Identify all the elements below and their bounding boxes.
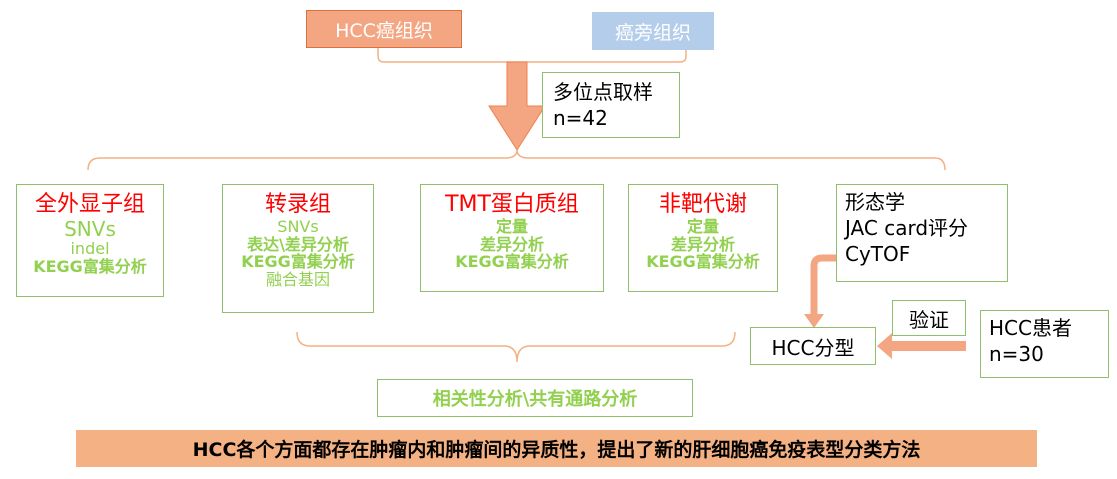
- adjacent-tissue-label: 癌旁组织: [614, 21, 691, 44]
- omics-item: KEGG富集分析: [33, 256, 147, 276]
- omics-item: 差异分析: [670, 234, 735, 254]
- omics-item: SNVs: [64, 216, 116, 241]
- morphology-to-typing-arrow: [810, 254, 836, 316]
- omics-item: indel: [70, 239, 110, 259]
- sampling-arrow: [488, 61, 546, 151]
- omics-title: TMT蛋白质组: [445, 192, 579, 217]
- morphology-item: JAC card评分: [845, 216, 969, 240]
- top-brace: [87, 149, 946, 171]
- morphology-box: 形态学 JAC card评分 CyTOF: [836, 184, 1008, 282]
- sampling-box: 多位点取样 n=42: [542, 72, 680, 138]
- omics-item: 定量: [686, 216, 719, 236]
- omics-item: 融合基因: [265, 270, 330, 290]
- omics-item: SNVs: [277, 216, 319, 236]
- tumor-tissue-box: HCC癌组织: [306, 10, 462, 48]
- omics-box-transcriptome: 转录组 SNVs 表达\差异分析 KEGG富集分析 融合基因: [222, 184, 374, 313]
- morphology-item: 形态学: [845, 190, 905, 214]
- tissue-bracket: [377, 46, 687, 63]
- omics-item: 定量: [495, 216, 528, 236]
- sampling-method: 多位点取样: [553, 80, 653, 104]
- omics-item: KEGG富集分析: [455, 252, 569, 272]
- tumor-tissue-label: HCC癌组织: [335, 19, 433, 42]
- omics-box-metabolome: 非靶代谢 定量 差异分析 KEGG富集分析: [628, 184, 778, 292]
- omics-item: KEGG富集分析: [241, 252, 355, 272]
- omics-item: 差异分析: [479, 234, 544, 254]
- omics-title: 全外显子组: [34, 192, 145, 217]
- morphology-item: CyTOF: [845, 242, 911, 266]
- omics-title: 非靶代谢: [658, 192, 747, 217]
- conclusion-banner: HCC各个方面都存在肿瘤内和肿瘤间的异质性，提出了新的肝细胞癌免疫表型分类方法: [76, 430, 1037, 467]
- hcc-typing-label: HCC分型: [771, 335, 855, 360]
- omics-box-wes: 全外显子组 SNVs indel KEGG富集分析: [16, 184, 164, 297]
- morphology-arrow-head: [804, 314, 824, 328]
- omics-box-proteome: TMT蛋白质组 定量 差异分析 KEGG富集分析: [420, 184, 604, 292]
- correlation-label: 相关性分析\共有通路分析: [432, 389, 638, 410]
- sampling-count: n=42: [553, 106, 608, 130]
- omics-item: KEGG富集分析: [646, 252, 760, 272]
- correlation-box: 相关性分析\共有通路分析: [377, 379, 693, 417]
- validation-label: 验证: [909, 307, 949, 332]
- conclusion-text: HCC各个方面都存在肿瘤内和肿瘤间的异质性，提出了新的肝细胞癌免疫表型分类方法: [192, 439, 921, 461]
- validation-box: 验证: [892, 300, 966, 336]
- hcc-typing-box: HCC分型: [750, 327, 876, 365]
- omics-item: 表达\差异分析: [247, 234, 349, 254]
- omics-title: 转录组: [264, 192, 331, 217]
- patients-count: n=30: [989, 342, 1044, 366]
- patients-label: HCC患者: [989, 316, 1072, 340]
- adjacent-tissue-box: 癌旁组织: [592, 12, 714, 50]
- bottom-brace: [296, 331, 736, 363]
- patients-box: HCC患者 n=30: [980, 310, 1109, 378]
- patients-to-typing-arrow: [877, 333, 966, 359]
